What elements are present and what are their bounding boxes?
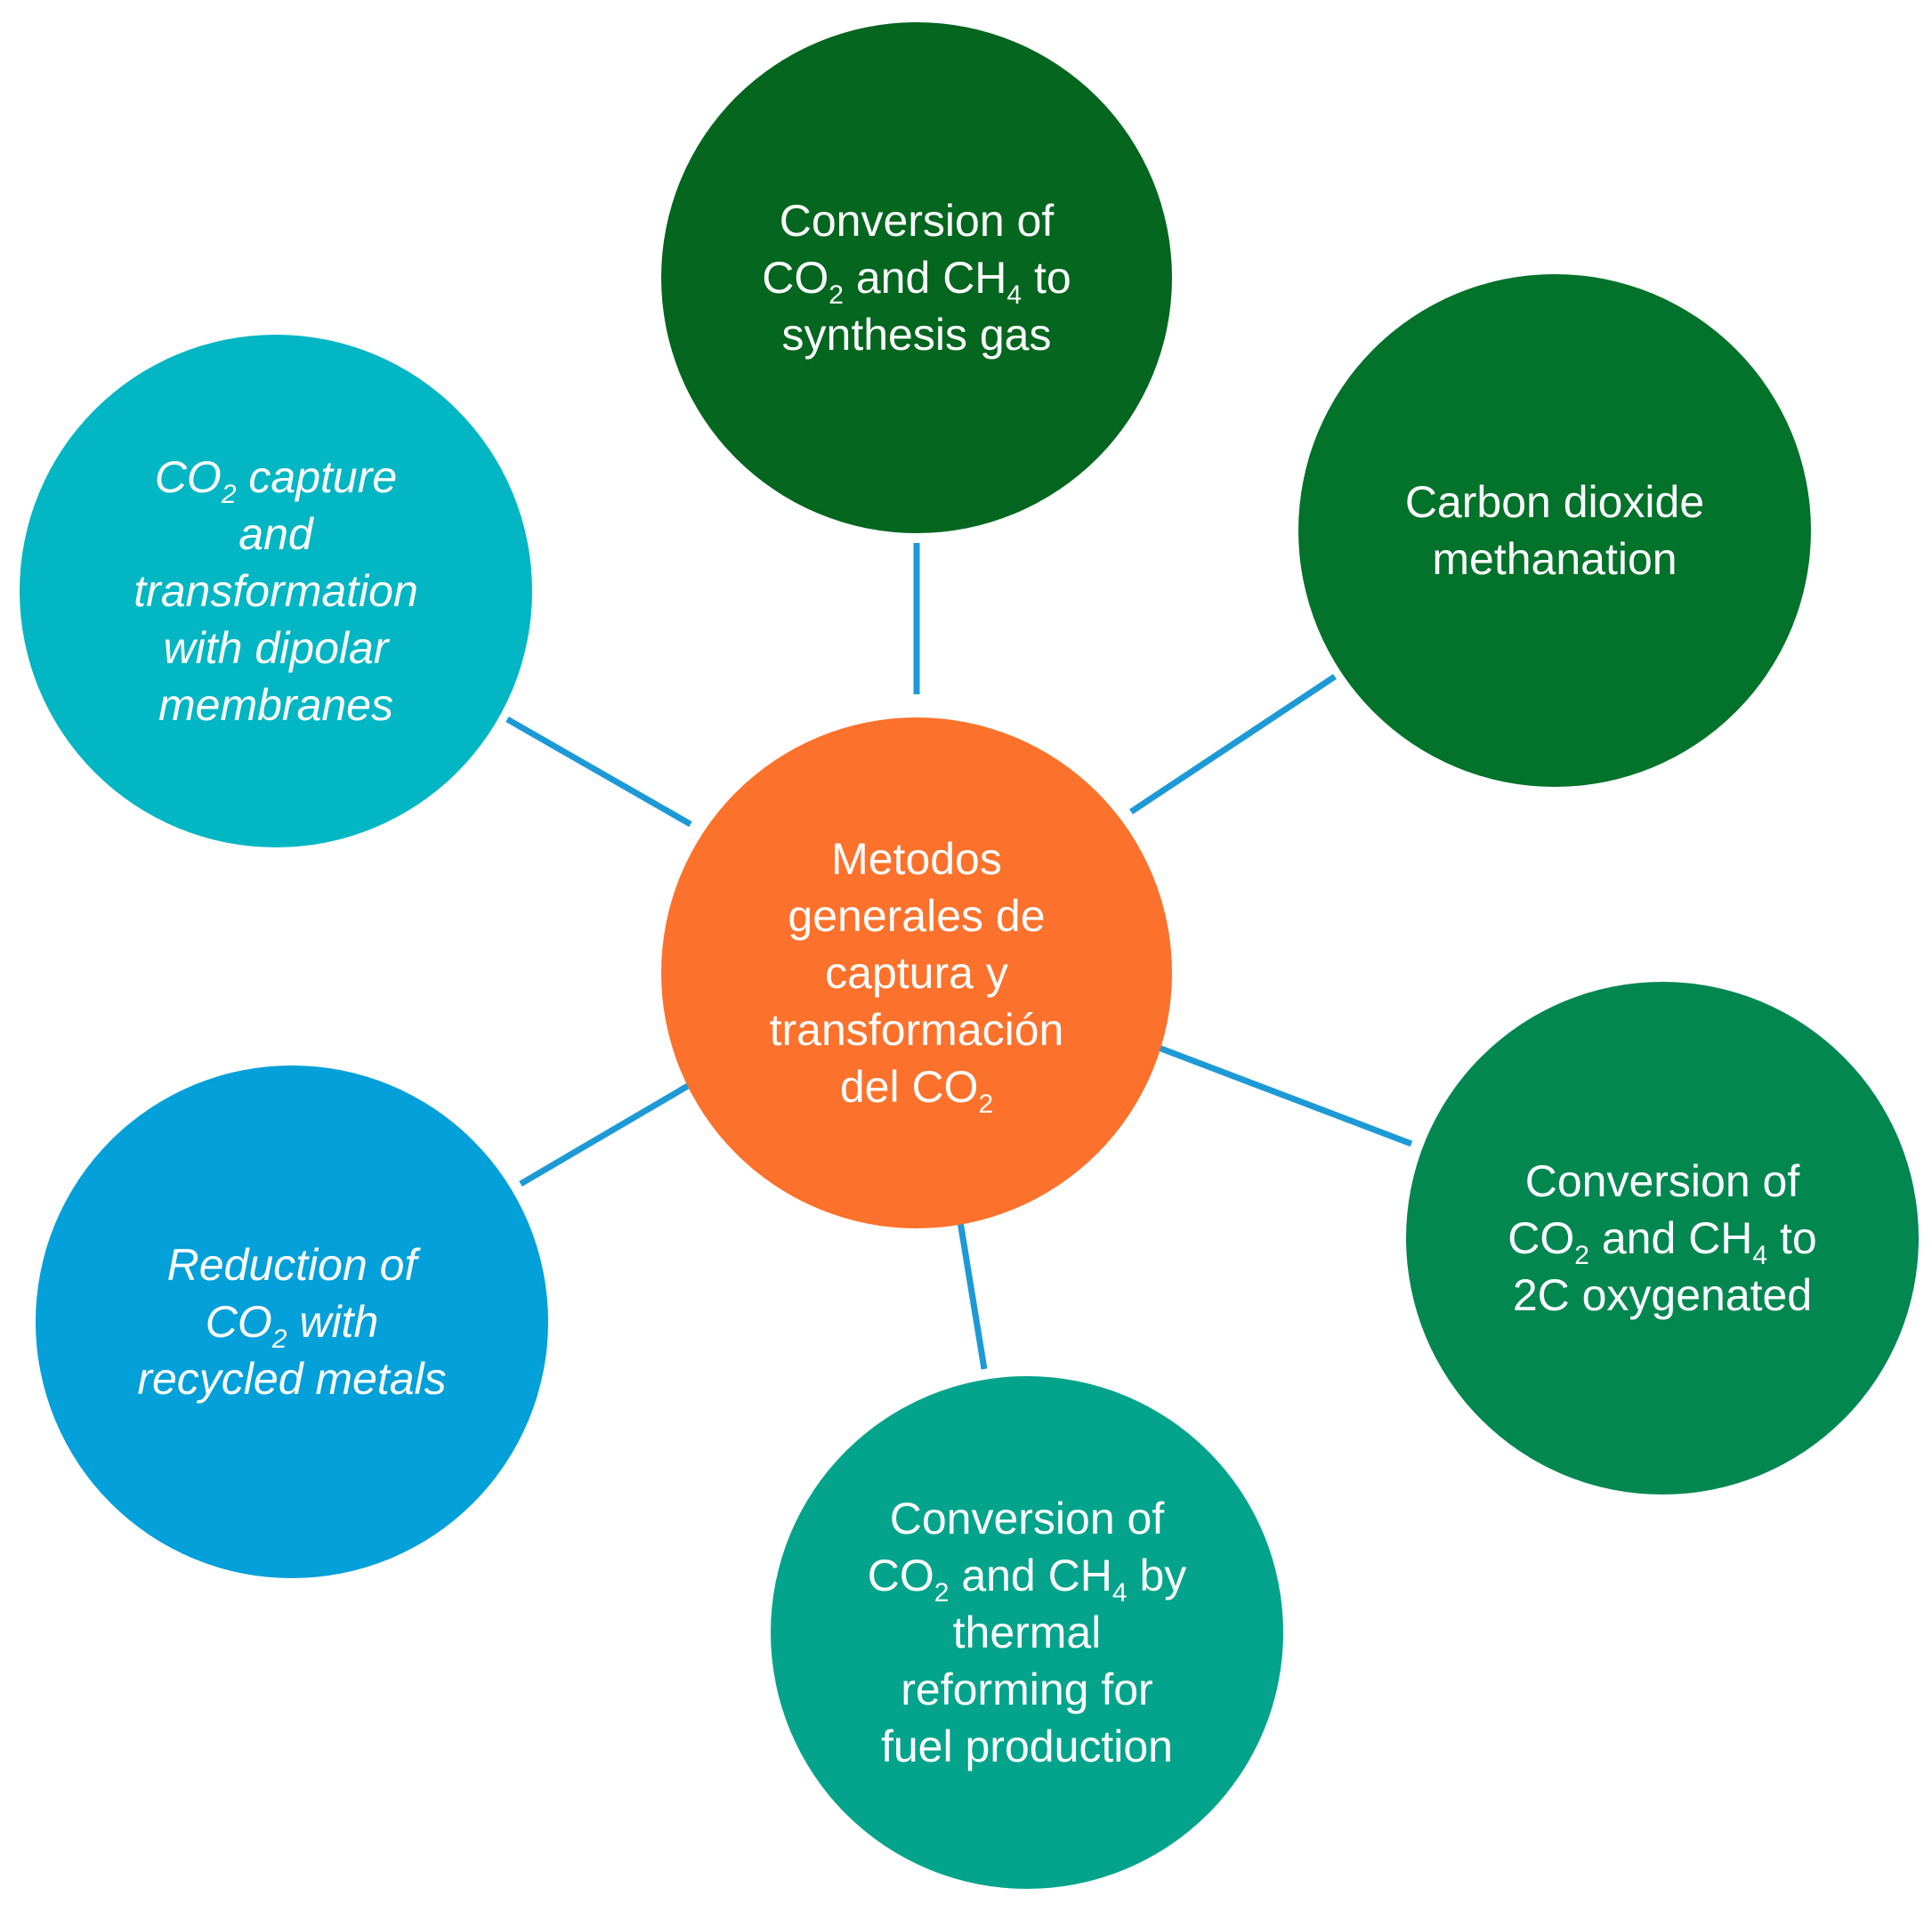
oxygenated-label: Conversion of CO2 and CH4 to 2C oxygenat… bbox=[1508, 1156, 1817, 1320]
node-syngas-conversion: Conversion of CO2 and CH4 to synthesis g… bbox=[661, 22, 1172, 533]
dipolar-membranes-label: CO2 capture and transformation with dipo… bbox=[133, 452, 418, 730]
node-methanation: Carbon dioxide methanation bbox=[1298, 274, 1811, 787]
node-thermal-reforming: Conversion of CO2 and CH4 by thermal ref… bbox=[771, 1376, 1283, 1889]
recycled-metals-label: Reduction of CO2 with recycled metals bbox=[137, 1240, 447, 1404]
center-node: Metodos generales de captura y transform… bbox=[661, 717, 1172, 1228]
node-2c-oxygenated: Conversion of CO2 and CH4 to 2C oxygenat… bbox=[1406, 982, 1919, 1495]
link-center-upper-left bbox=[505, 716, 692, 828]
link-center-lower-left bbox=[519, 1080, 694, 1187]
thermal-reforming-label: Conversion of CO2 and CH4 by thermal ref… bbox=[867, 1494, 1187, 1771]
link-center-lower-right bbox=[1157, 1044, 1413, 1147]
center-label: Metodos generales de captura y transform… bbox=[769, 834, 1064, 1119]
node-recycled-metals: Reduction of CO2 with recycled metals bbox=[36, 1065, 548, 1578]
methanation-label: Carbon dioxide methanation bbox=[1404, 477, 1705, 584]
syngas-conversion-label: Conversion of CO2 and CH4 to synthesis g… bbox=[762, 196, 1071, 360]
node-dipolar-membranes: CO2 capture and transformation with dipo… bbox=[20, 335, 532, 847]
link-center-bottom bbox=[955, 1210, 988, 1370]
link-center-right bbox=[1129, 674, 1337, 814]
